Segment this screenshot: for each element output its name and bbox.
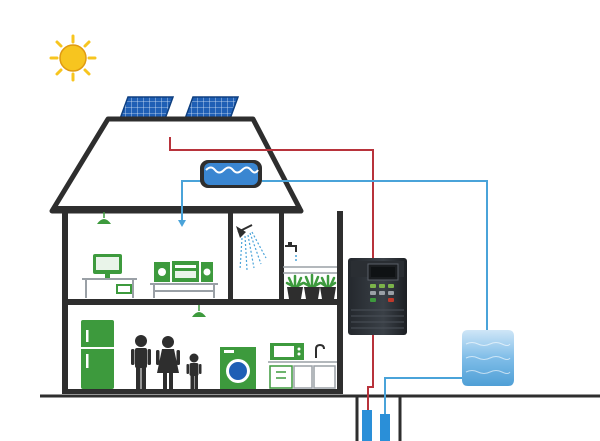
plant-shelf xyxy=(283,266,337,274)
tv-icon xyxy=(93,254,122,278)
ceiling-lamp-icon xyxy=(97,212,111,224)
sun-icon xyxy=(49,34,97,82)
house-roof xyxy=(49,116,304,214)
water-pipe xyxy=(181,180,488,415)
refrigerator-icon xyxy=(81,320,114,389)
tv-table xyxy=(82,278,137,298)
stereo-table xyxy=(150,283,218,298)
faucet-icon xyxy=(285,242,297,262)
potted-plant-icon xyxy=(302,273,322,299)
microwave-icon xyxy=(270,343,304,360)
well-icon xyxy=(355,396,402,441)
washing-machine-icon xyxy=(220,347,256,389)
family-icon xyxy=(131,335,202,389)
kitchen-cabinet xyxy=(268,361,337,389)
power-wire xyxy=(169,137,374,410)
potted-plant-icon xyxy=(285,274,305,299)
roof-water-tank-icon xyxy=(200,160,262,188)
kitchen-sink-icon xyxy=(315,343,325,358)
solar-inverter-icon xyxy=(348,258,407,335)
house-walls xyxy=(62,211,343,394)
pressure-tank-icon xyxy=(462,330,514,386)
potted-plant-icon xyxy=(319,274,337,299)
flow-arrow-icon xyxy=(178,220,186,227)
stereo-icon xyxy=(154,261,213,282)
ceiling-lamp-icon xyxy=(192,305,206,317)
shower-icon xyxy=(236,224,267,271)
